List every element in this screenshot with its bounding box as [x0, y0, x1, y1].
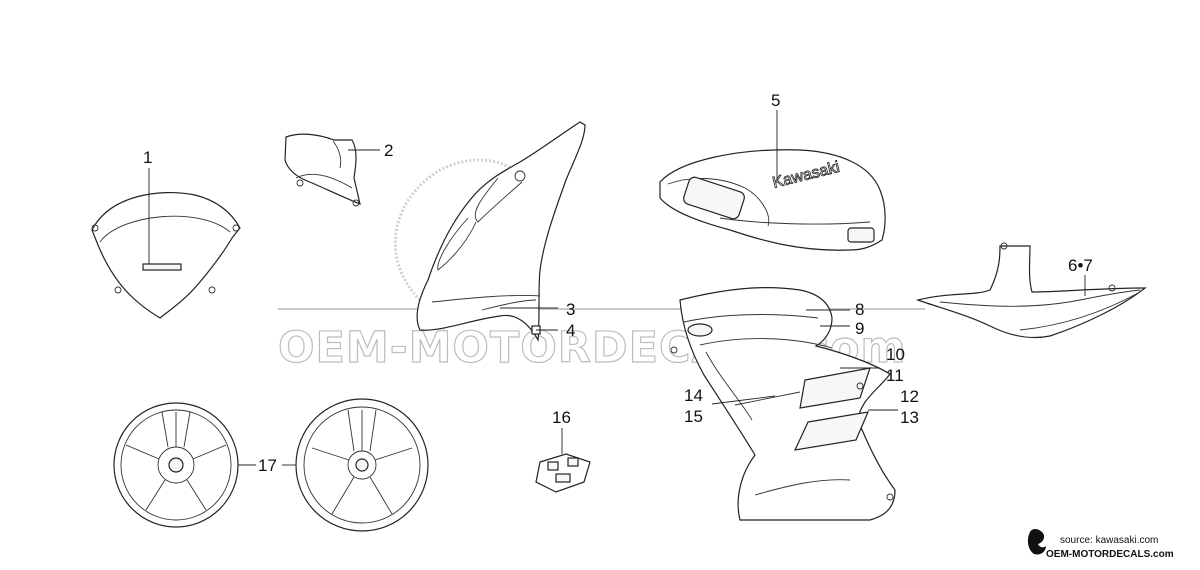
- callout-1: 1: [143, 148, 152, 167]
- callout-17: 17: [258, 456, 277, 475]
- callout-11: 11: [886, 366, 904, 385]
- callout-14: 14: [684, 386, 703, 405]
- source-badge: source: kawasaki.com OEM-MOTORDECALS.com: [1027, 529, 1174, 560]
- callout-8: 8: [855, 300, 864, 319]
- source-site: OEM-MOTORDECALS.com: [1046, 549, 1174, 560]
- callout-6-7: 6•7: [1068, 256, 1093, 275]
- windscreen-decal: [142, 263, 182, 271]
- clip-part: [535, 453, 591, 493]
- callout-5: 5: [771, 91, 780, 110]
- inner-cowl-part: [284, 133, 361, 207]
- tail-cowl-part: [915, 242, 1147, 339]
- front-wheel-part: [113, 402, 239, 528]
- windscreen-part: [91, 191, 241, 319]
- callout-16: 16: [552, 408, 571, 427]
- callout-4: 4: [566, 321, 575, 340]
- callout-2: 2: [384, 141, 393, 160]
- logo-icon: [1027, 529, 1046, 555]
- side-fairing-part: [670, 287, 896, 521]
- upper-cowl-part: [416, 121, 586, 342]
- callout-15: 15: [684, 407, 703, 426]
- rear-wheel-part: [295, 398, 429, 532]
- callout-9: 9: [855, 319, 864, 338]
- callout-3: 3: [566, 300, 575, 319]
- callout-10: 10: [886, 345, 905, 364]
- fuel-tank-part: Kawasaki: [659, 149, 886, 251]
- callout-13: 13: [900, 408, 919, 427]
- callout-12: 12: [900, 387, 919, 406]
- fuel-cap: [847, 227, 875, 243]
- source-text: source: kawasaki.com: [1060, 535, 1158, 546]
